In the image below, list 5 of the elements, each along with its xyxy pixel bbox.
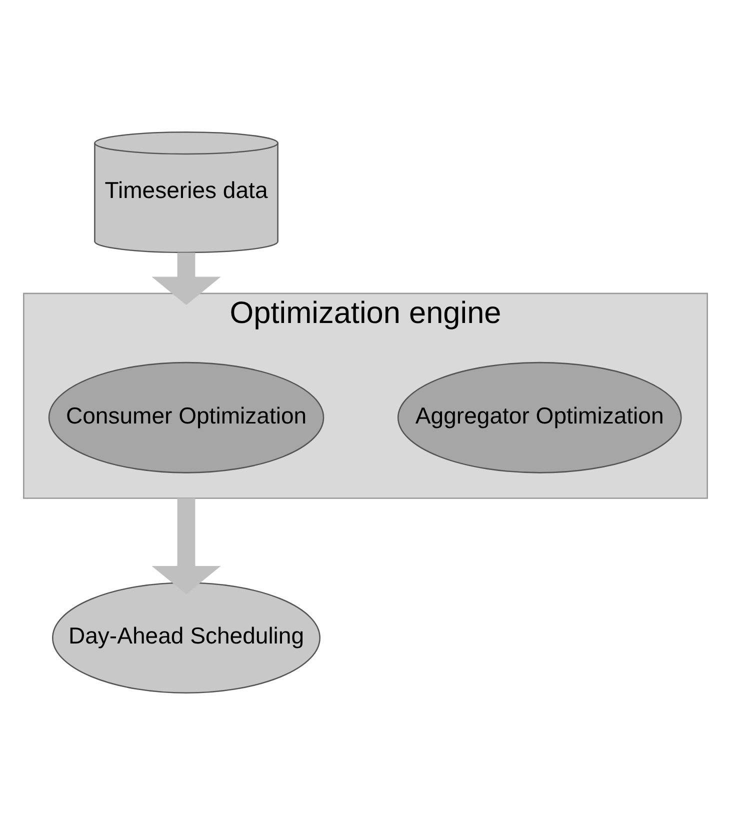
arrow (152, 252, 221, 305)
node-ellipse: Aggregator Optimization (397, 362, 682, 474)
node-ellipse: Consumer Optimization (48, 362, 324, 474)
node-ellipse: Day-Ahead Scheduling (52, 582, 320, 694)
arrow (152, 498, 221, 594)
